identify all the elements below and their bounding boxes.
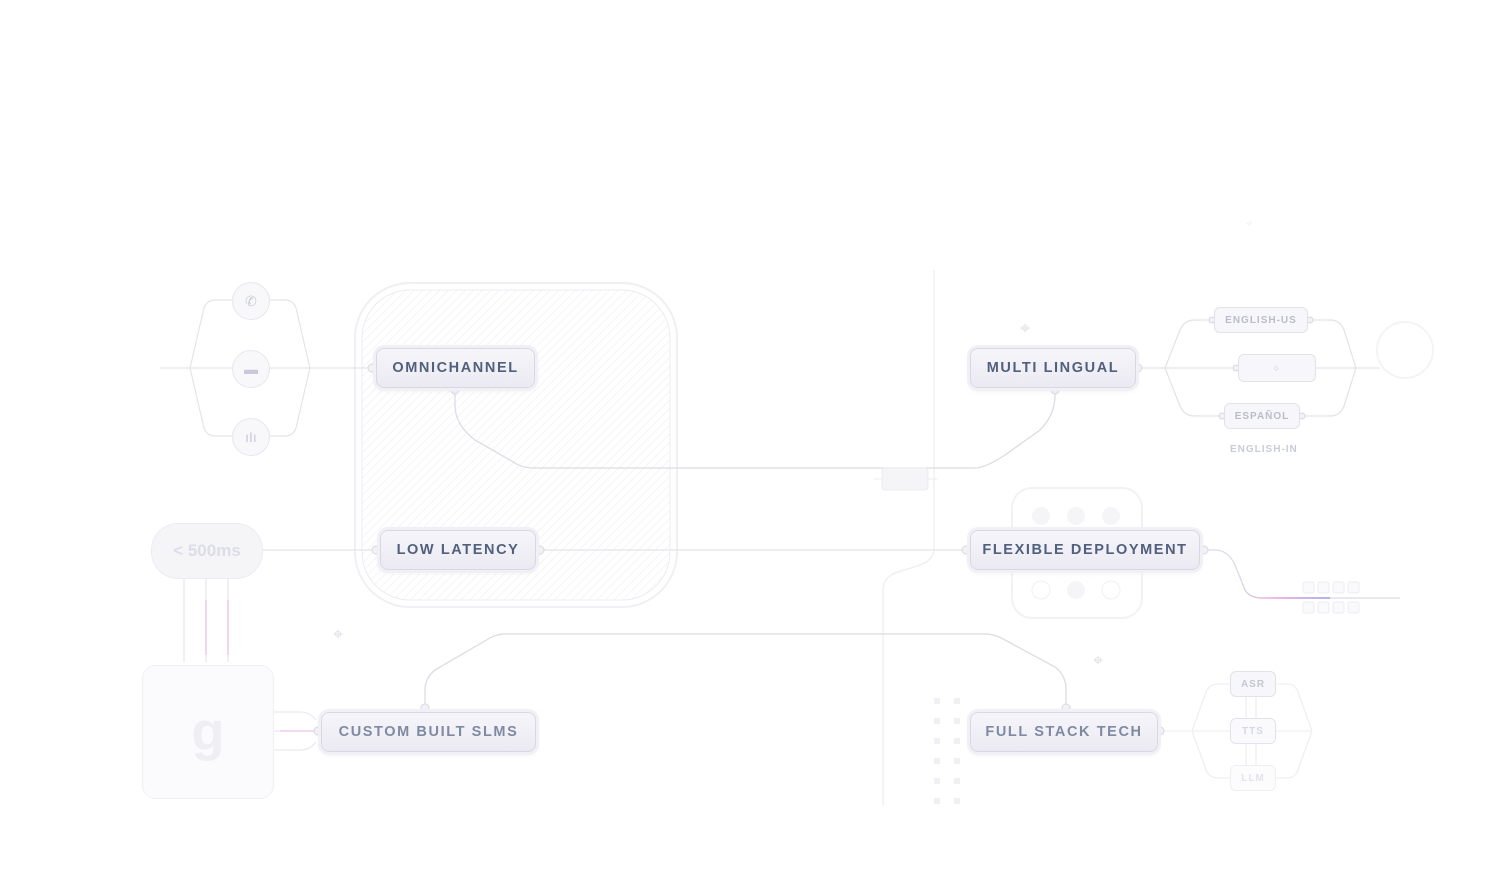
port-dots (313, 316, 1314, 736)
node-low-latency[interactable]: LOW LATENCY (380, 530, 536, 570)
latency-badge: < 500ms (151, 523, 263, 579)
chip-logo: g (142, 665, 274, 799)
wire-omnichannel (454, 392, 975, 469)
node-full-stack[interactable]: FULL STACK TECH (970, 712, 1158, 752)
circle-icon: ○ (1273, 363, 1281, 373)
deployment-grid (1302, 581, 1360, 614)
node-custom-slms[interactable]: CUSTOM BUILT SLMS (321, 712, 536, 752)
chat-icon: ▬ (232, 350, 270, 388)
tech-asr: ASR (1230, 671, 1276, 697)
crosshair-icon: ⌖ (1093, 650, 1104, 670)
wire-deployment-out (1204, 549, 1400, 599)
faded-blob (1376, 321, 1434, 379)
node-omnichannel[interactable]: OMNICHANNEL (376, 348, 535, 388)
tech-tts: TTS (1230, 718, 1276, 744)
wire-slm-fullstack (424, 633, 1067, 708)
wire-multilingual (974, 390, 1056, 469)
node-flexible-deployment[interactable]: FLEXIBLE DEPLOYMENT (970, 530, 1200, 570)
crosshair-icon: ⌖ (1246, 216, 1253, 230)
language-english-in: ENGLISH-IN (1230, 444, 1298, 455)
node-multi-lingual[interactable]: MULTI LINGUAL (970, 348, 1136, 388)
crosshair-icon: ⌖ (333, 624, 344, 644)
tech-llm: LLM (1230, 765, 1276, 791)
faded-dots (934, 698, 960, 804)
divider-line (882, 545, 935, 805)
phone-icon: ✆ (232, 282, 270, 320)
crosshair-icon: ⌖ (1020, 318, 1031, 338)
tech-branch (1160, 683, 1313, 779)
language-english-us: ENGLISH-US (1214, 307, 1308, 333)
voice-wave-icon: ıIı (232, 418, 270, 456)
language-unknown: ○ (1238, 354, 1316, 382)
junction-chip (881, 467, 929, 491)
language-espanol: ESPAÑOL (1224, 403, 1300, 429)
